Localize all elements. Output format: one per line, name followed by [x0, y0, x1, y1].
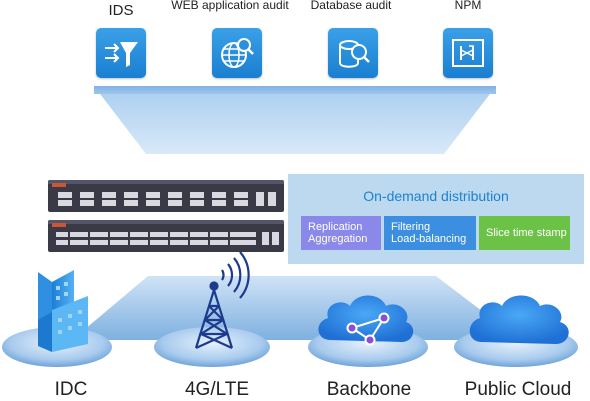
tool-label-npm: NPM [454, 0, 482, 12]
distribution-title: On-demand distribution [363, 188, 509, 204]
distribution-panel: On-demand distribution Replication Aggre… [288, 174, 584, 264]
source-label-4g-lte: 4G/LTE [184, 379, 250, 400]
source-label-idc: IDC [54, 379, 88, 400]
npm-monitor-icon [443, 28, 493, 78]
idc-building-icon [38, 270, 88, 352]
tool-label-database-audit: Database audit [310, 0, 392, 12]
packet-broker-device-1 [48, 180, 284, 212]
filtering-label: Filtering [391, 221, 431, 233]
aggregation-label: Aggregation [308, 233, 368, 245]
replication-label: Replication [308, 221, 363, 233]
replication-aggregation-box: Replication Aggregation [301, 216, 381, 250]
cell-tower-icon [194, 251, 250, 350]
backbone-cloud-icon [318, 295, 414, 346]
public-cloud-icon [469, 295, 569, 344]
tool-label-web-audit: WEB application audit [171, 0, 289, 12]
lte-platform [154, 327, 270, 367]
packet-broker-device-2 [48, 220, 284, 252]
load-balancing-label: Load-balancing [391, 233, 467, 245]
slice-time-stamp-box: Slice time stamp [479, 216, 570, 250]
filtering-loadbalancing-box: Filtering Load-balancing [384, 216, 476, 250]
database-audit-icon [328, 28, 378, 78]
tool-label-ids: IDS [108, 2, 134, 19]
slice-time-stamp-label: Slice time stamp [486, 227, 567, 239]
web-audit-globe-icon [212, 28, 262, 78]
ids-filter-icon [96, 28, 146, 78]
source-label-public-cloud: Public Cloud [464, 379, 572, 400]
source-label-backbone: Backbone [326, 379, 412, 400]
